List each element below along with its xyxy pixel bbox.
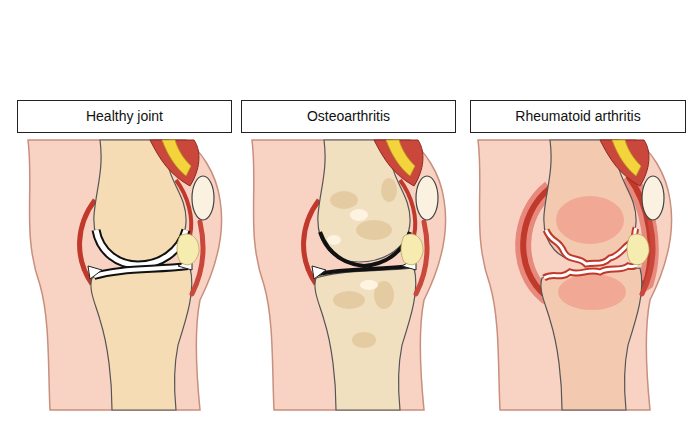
label-box: Osteoarthritis (241, 100, 456, 133)
box-label: Healthy joint (86, 108, 163, 125)
label-box: Healthy joint (17, 100, 232, 133)
osteoarthritis-knee (252, 140, 446, 410)
box-label: Osteoarthritis (307, 108, 390, 125)
box-label: Rheumatoid arthritis (515, 108, 640, 125)
label-box: Rheumatoid arthritis (470, 100, 686, 133)
healthy-knee (28, 140, 222, 410)
rheumatoid-knee (478, 140, 672, 410)
